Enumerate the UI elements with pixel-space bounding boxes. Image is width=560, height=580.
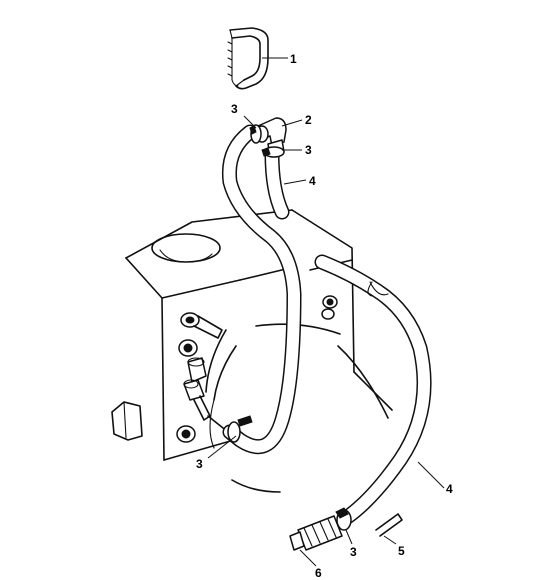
hose-clamp-lower-left xyxy=(227,415,253,443)
fuel-fitting-part-6 xyxy=(289,515,343,551)
callout-3-top-right: 3 xyxy=(305,143,312,157)
callout-6: 6 xyxy=(315,566,322,580)
vent-hose-short xyxy=(264,146,290,220)
callout-2: 2 xyxy=(305,113,312,127)
callout-4-top: 4 xyxy=(309,174,316,188)
clip-part-5 xyxy=(375,513,403,537)
callout-3-bottom: 3 xyxy=(350,545,357,559)
hose-clip-part-1 xyxy=(227,27,269,90)
main-hose xyxy=(314,254,432,526)
hose-clamp-top xyxy=(249,124,262,144)
callout-3-lower-left: 3 xyxy=(196,457,203,471)
callout-4-lower: 4 xyxy=(446,482,453,496)
leader-lines xyxy=(207,57,445,567)
hose-clamp-bottom xyxy=(335,507,352,531)
side-bracket xyxy=(111,401,143,441)
callout-labels: 1 2 3 3 4 3 4 3 5 6 xyxy=(196,52,453,580)
callout-5: 5 xyxy=(398,544,405,558)
tank-fittings xyxy=(176,295,338,443)
hose-clamp-upper-right xyxy=(261,146,285,158)
callout-3-top-left: 3 xyxy=(231,102,238,116)
vent-hose-long xyxy=(221,124,302,455)
callout-1: 1 xyxy=(290,52,297,66)
